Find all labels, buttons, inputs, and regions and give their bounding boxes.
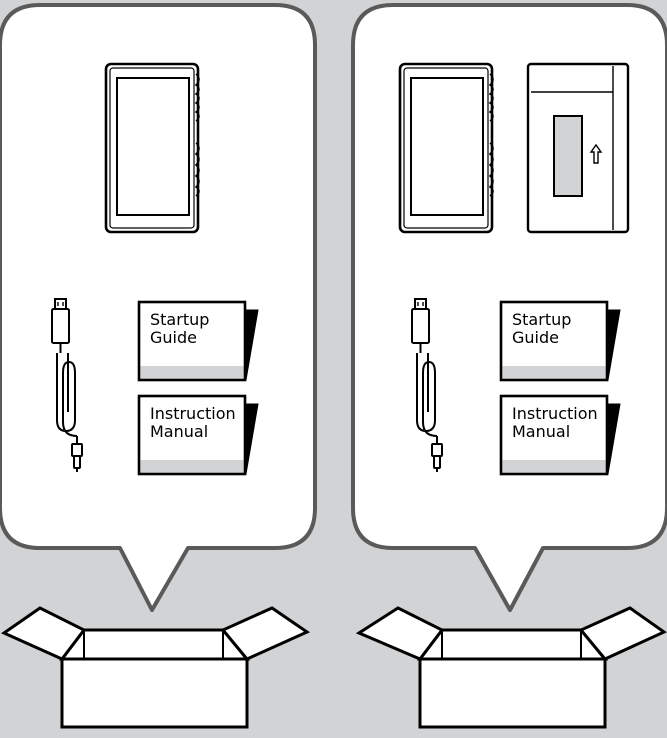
booklet-title-line2: Manual (512, 422, 570, 441)
open-box-icon (0, 606, 311, 729)
booklet-title-line2: Manual (150, 422, 208, 441)
open-box-icon (355, 606, 667, 729)
instruction-manual-booklet: Instruction Manual (499, 394, 621, 476)
startup-guide-booklet: Startup Guide (137, 300, 259, 382)
arrow-up-icon (589, 143, 603, 164)
walkman-player-icon (398, 62, 494, 234)
right-panel: Startup Guide Instruction Manual (351, 3, 667, 729)
booklet-title-line1: Startup (512, 310, 571, 329)
usb-cable-icon (51, 298, 83, 472)
booklet-title-line1: Instruction (512, 404, 598, 423)
instruction-manual-booklet: Instruction Manual (137, 394, 259, 476)
booklet-title-line1: Instruction (150, 404, 236, 423)
soft-case-icon (526, 62, 630, 234)
booklet-title-line1: Startup (150, 310, 209, 329)
startup-guide-booklet: Startup Guide (499, 300, 621, 382)
walkman-player-icon (104, 62, 200, 234)
usb-cable-icon (411, 298, 443, 472)
booklet-title-line2: Guide (150, 328, 197, 347)
left-panel: Startup Guide Instruction Manual (0, 3, 317, 729)
booklet-title-line2: Guide (512, 328, 559, 347)
